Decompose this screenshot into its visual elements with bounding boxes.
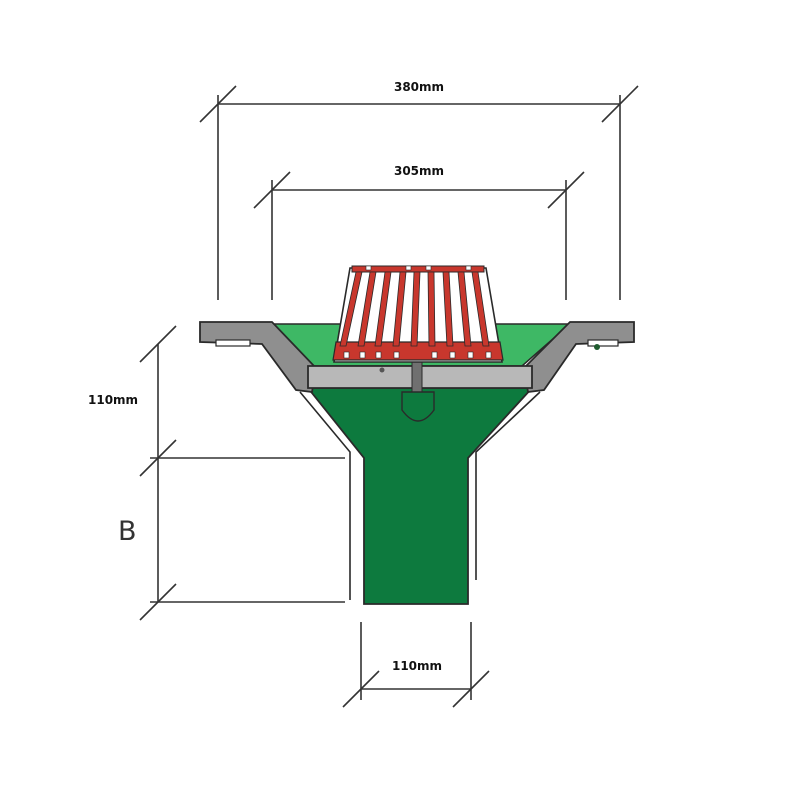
clamp-screw [379, 367, 385, 373]
grate-width-dimension: 305mm [253, 164, 585, 300]
grate-bars [339, 271, 490, 347]
outlet-diameter-dimension: 110mm [342, 622, 490, 708]
outlet-casing-right [475, 391, 541, 580]
overall-width-dimension: 380mm [199, 80, 639, 300]
clamp-bolt [411, 361, 423, 393]
sump-bump [401, 391, 435, 422]
outlet-grate [332, 265, 504, 363]
grate-notches [343, 351, 492, 359]
grate-studs [365, 265, 472, 271]
grate-top-rim [351, 265, 485, 273]
outlet-length-label: B [118, 516, 137, 547]
grate-width-label: 305mm [394, 164, 444, 178]
overall-width-label: 380mm [394, 80, 444, 94]
flange-bolt [594, 344, 600, 350]
flange-left-edge [215, 339, 251, 347]
flange-right-edge [587, 339, 619, 347]
roof-outlet [199, 265, 635, 605]
outlet-diameter-label: 110mm [392, 659, 442, 673]
outlet-casing-left [299, 391, 351, 600]
body-height-label: 110mm [88, 393, 138, 407]
outlet-length-dimension: B [118, 458, 345, 621]
grate-base [332, 341, 504, 361]
body-height-dimension: 110mm [88, 325, 345, 477]
